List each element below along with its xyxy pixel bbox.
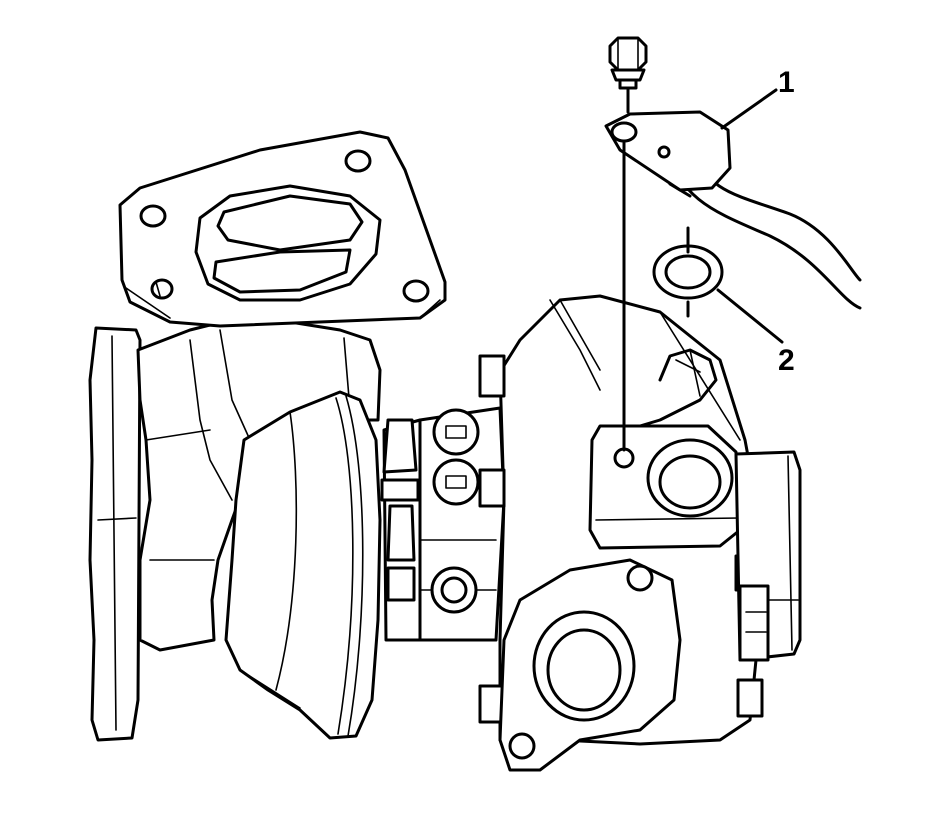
oil-feed-pipe [604,110,862,310]
turbine-housing [224,390,382,740]
callout-1-leader [720,88,778,130]
bolt [608,36,648,452]
gasket [652,226,724,318]
inlet-flange [118,130,447,328]
callout-1-label: 1 [778,66,795,99]
coolant-line [638,348,718,428]
center-section [380,406,506,642]
callout-1: 1 [720,66,795,130]
compressor-inlet [734,450,802,662]
compressor-outlet [498,558,682,772]
oil-feed-boss [588,424,742,550]
outlet-flange [88,326,142,742]
callout-2-label: 2 [778,344,795,377]
callout-2-leader [716,288,784,344]
callout-2: 2 [716,288,795,377]
